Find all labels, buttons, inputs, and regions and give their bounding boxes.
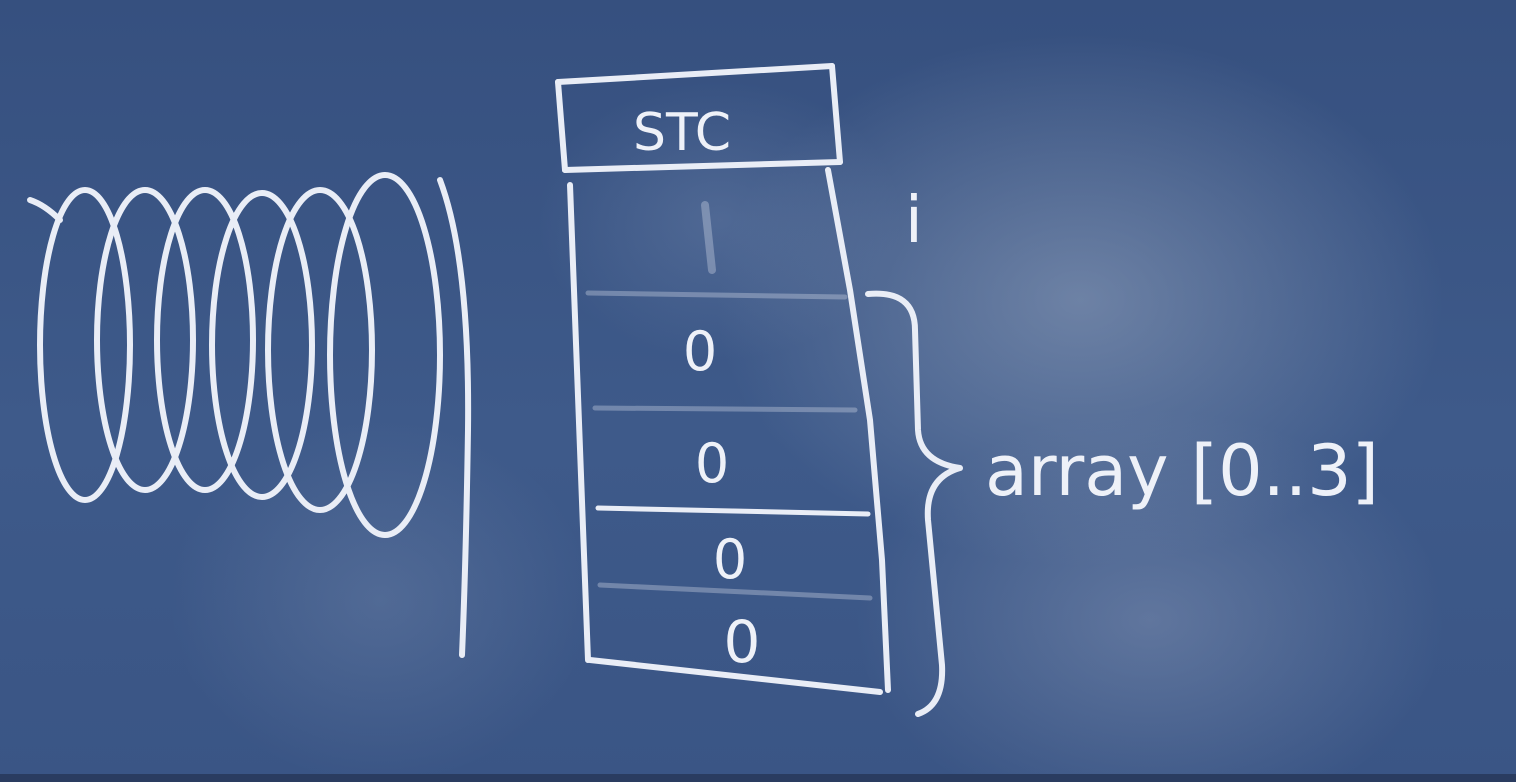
- array-cell-value-2: 0: [713, 528, 747, 591]
- array-cell-value-0: 0: [683, 320, 717, 383]
- array-cell-value-3: 0: [724, 608, 761, 676]
- array-cell-value-1: 0: [695, 432, 729, 495]
- curly-brace-shape: [865, 290, 963, 717]
- spring-coil-drawing: [27, 172, 472, 658]
- index-label: i: [905, 184, 923, 258]
- bottom-edge: [0, 774, 1516, 782]
- top-cell-label: STC: [633, 103, 731, 163]
- array-label: array [0..3]: [985, 430, 1379, 512]
- memory-stack-diagram: [555, 63, 891, 695]
